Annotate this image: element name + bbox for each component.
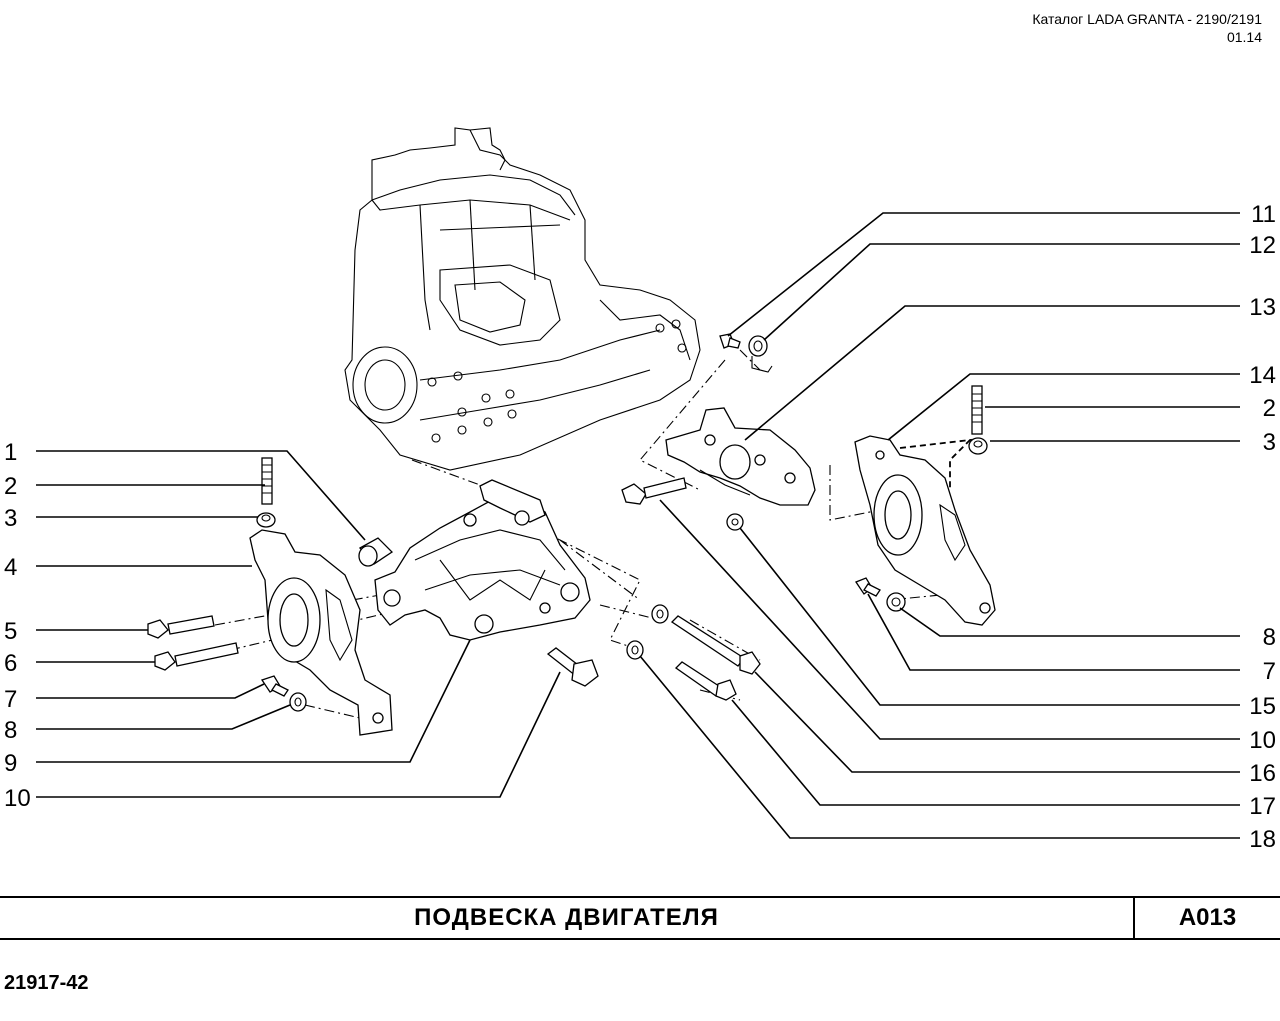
section-code: А013 — [1178, 904, 1237, 931]
callout-1: 1 — [4, 439, 17, 466]
page-id: 21917-42 — [4, 972, 89, 994]
callout-13: 13 — [1249, 294, 1276, 321]
center-bolt — [546, 647, 599, 687]
engine-mount-diagram: 1 2 3 4 5 6 7 8 9 10 11 12 13 14 2 3 8 7… — [4, 127, 1276, 853]
right-bracket-bolt-nut — [621, 477, 744, 531]
page-title: ПОДВЕСКА ДВИГАТЕЛЯ — [414, 904, 719, 931]
bolt-and-clip — [719, 333, 773, 373]
callout-7-right: 7 — [1263, 658, 1276, 685]
right-stud-and-nut — [968, 385, 988, 455]
callout-12: 12 — [1249, 232, 1276, 259]
callout-2-right: 2 — [1263, 395, 1276, 422]
callout-5: 5 — [4, 618, 17, 645]
callout-10-right: 10 — [1249, 727, 1276, 754]
callout-14: 14 — [1249, 362, 1276, 389]
callout-7: 7 — [4, 686, 17, 713]
title-bar: ПОДВЕСКА ДВИГАТЕЛЯ А013 — [0, 896, 1280, 940]
callout-4: 4 — [4, 554, 17, 581]
callout-2: 2 — [4, 473, 17, 500]
callout-16: 16 — [1249, 760, 1276, 787]
left-bolts — [147, 615, 239, 671]
catalog-header: Каталог LADA GRANTA - 2190/2191 01.14 — [1032, 10, 1262, 46]
callout-3-right: 3 — [1263, 429, 1276, 456]
callout-17: 17 — [1249, 793, 1276, 820]
callout-labels-right: 11 12 13 14 2 3 8 7 15 10 16 17 18 — [1249, 201, 1276, 853]
right-engine-mount — [854, 435, 996, 626]
left-bolt-washer — [260, 675, 307, 712]
title-divider — [1133, 898, 1135, 938]
right-long-bolts — [626, 604, 761, 701]
left-stud-and-nut — [256, 457, 276, 528]
callout-8-right: 8 — [1263, 624, 1276, 651]
callout-8: 8 — [4, 717, 17, 744]
right-bolt-washer — [855, 577, 906, 612]
callout-11: 11 — [1251, 201, 1276, 228]
bushing — [358, 537, 394, 567]
callout-15: 15 — [1249, 693, 1276, 720]
callout-3: 3 — [4, 505, 17, 532]
leader-lines — [36, 212, 1240, 839]
left-engine-mount — [249, 529, 393, 736]
right-upper-bracket — [665, 407, 816, 506]
engine-drawing — [344, 127, 701, 471]
callout-6: 6 — [4, 650, 17, 677]
callout-10: 10 — [4, 785, 31, 812]
callout-18: 18 — [1249, 826, 1276, 853]
catalog-date: 01.14 — [1226, 29, 1262, 45]
callout-9: 9 — [4, 750, 17, 777]
center-bracket — [374, 479, 591, 641]
catalog-title: Каталог LADA GRANTA - 2190/2191 — [1032, 11, 1262, 27]
callout-labels-left: 1 2 3 4 5 6 7 8 9 10 — [4, 439, 31, 812]
